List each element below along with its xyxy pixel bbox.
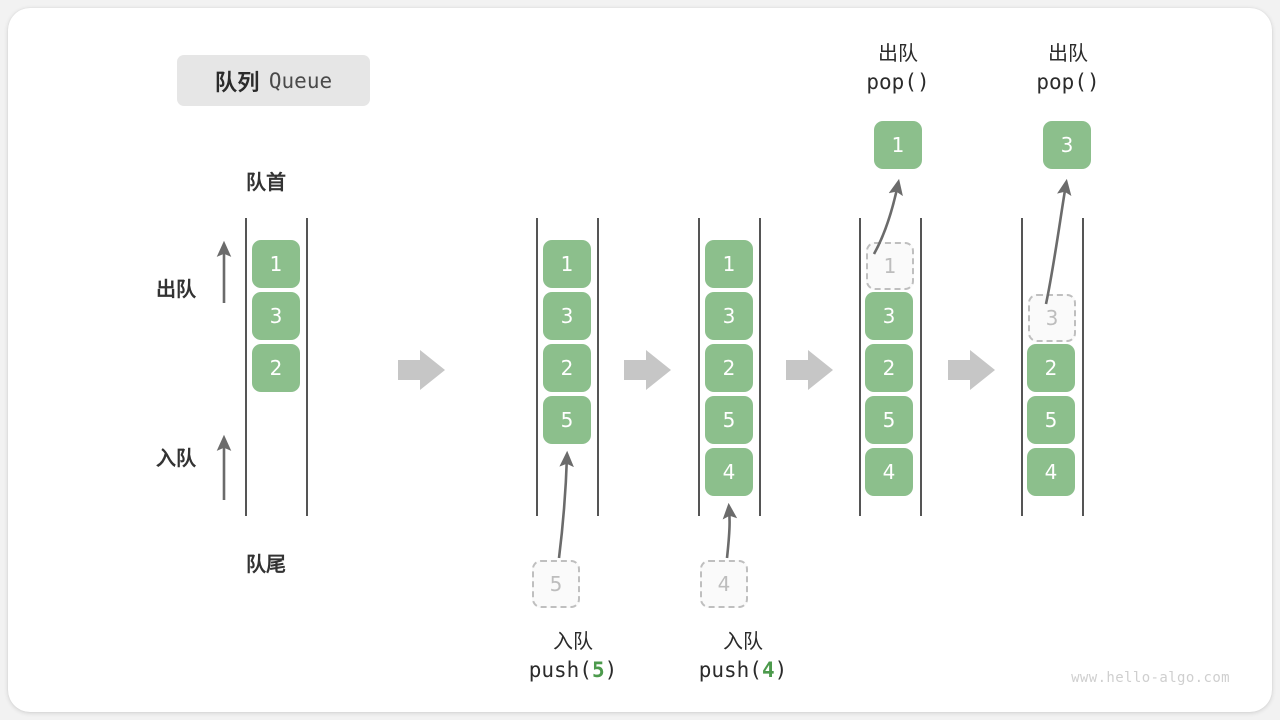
queue-cell: 4 [1027,448,1075,496]
caption-fn: pop() [1036,69,1100,94]
label-queue-rear: 队尾 [246,552,286,576]
caption-fn: push(5) [528,657,618,682]
caption-pop-3: 出队 pop() [998,40,1138,97]
rail-right [759,218,761,516]
caption-pop-1: 出队 pop() [828,40,968,97]
rail-right [1082,218,1084,516]
queue-cell: 2 [865,344,913,392]
queue-cell: 5 [1027,396,1075,444]
title-en: Queue [268,68,333,93]
queue-cell: 3 [865,292,913,340]
queue-cell: 1 [252,240,300,288]
title-cn: 队列 [214,70,260,96]
rail-left [859,218,861,516]
caption-push-4: 入队 push(4) [638,628,848,685]
popped-cell: 3 [1043,121,1091,169]
label-enqueue: 入队 [156,446,196,470]
caption-cn: 入队 [723,629,763,653]
step-transition-arrow [624,350,671,390]
queue-cell: 3 [705,292,753,340]
caption-fn-name: push( [528,657,592,682]
pop-3-arrow [1044,178,1072,305]
arrows-overlay [216,178,1072,559]
label-queue-front: 队首 [246,170,286,194]
queue-cell: 1 [543,240,591,288]
label-dequeue: 出队 [156,277,196,301]
queue-cell: 1 [705,240,753,288]
ghost-cell-outgoing: 1 [866,242,914,290]
caption-cn: 出队 [1048,41,1088,65]
queue-cell: 5 [865,396,913,444]
rail-right [597,218,599,516]
queue-cell: 4 [865,448,913,496]
ghost-cell-outgoing: 3 [1028,294,1076,342]
queue-cell: 3 [252,292,300,340]
caption-cn: 出队 [878,41,918,65]
rail-left [698,218,700,516]
rail-right [920,218,922,516]
queue-cell: 3 [543,292,591,340]
queue-cell: 2 [1027,344,1075,392]
caption-fn: pop() [866,69,930,94]
watermark: www.hello-algo.com [1071,670,1230,686]
rail-left [245,218,247,516]
caption-arg: 4 [761,657,775,682]
diagram-card: 队列 Queue 队首 队尾 出队 入队 1 3 2 1 3 2 5 5 入队 [8,8,1272,712]
queue-cell: 5 [543,396,591,444]
queue-cell: 2 [543,344,591,392]
push-4-arrow [722,502,738,559]
queue-cell: 5 [705,396,753,444]
rail-right [306,218,308,516]
ghost-cell-incoming: 5 [532,560,580,608]
push-5-arrow [557,450,574,559]
diagram-title-chip: 队列 Queue [177,55,370,106]
queue-cell: 2 [252,344,300,392]
caption-fn-name: push( [698,657,762,682]
ghost-cell-incoming: 4 [700,560,748,608]
step-transition-arrow [398,350,445,390]
caption-arg: 5 [591,657,605,682]
caption-fn: push(4) [698,657,788,682]
queue-cell: 2 [705,344,753,392]
step-transition-arrow [786,350,833,390]
queue-cell: 4 [705,448,753,496]
rail-left [536,218,538,516]
step-transition-arrow [948,350,995,390]
popped-cell: 1 [874,121,922,169]
rail-left [1021,218,1023,516]
caption-cn: 入队 [553,629,593,653]
caption-push-5: 入队 push(5) [468,628,678,685]
